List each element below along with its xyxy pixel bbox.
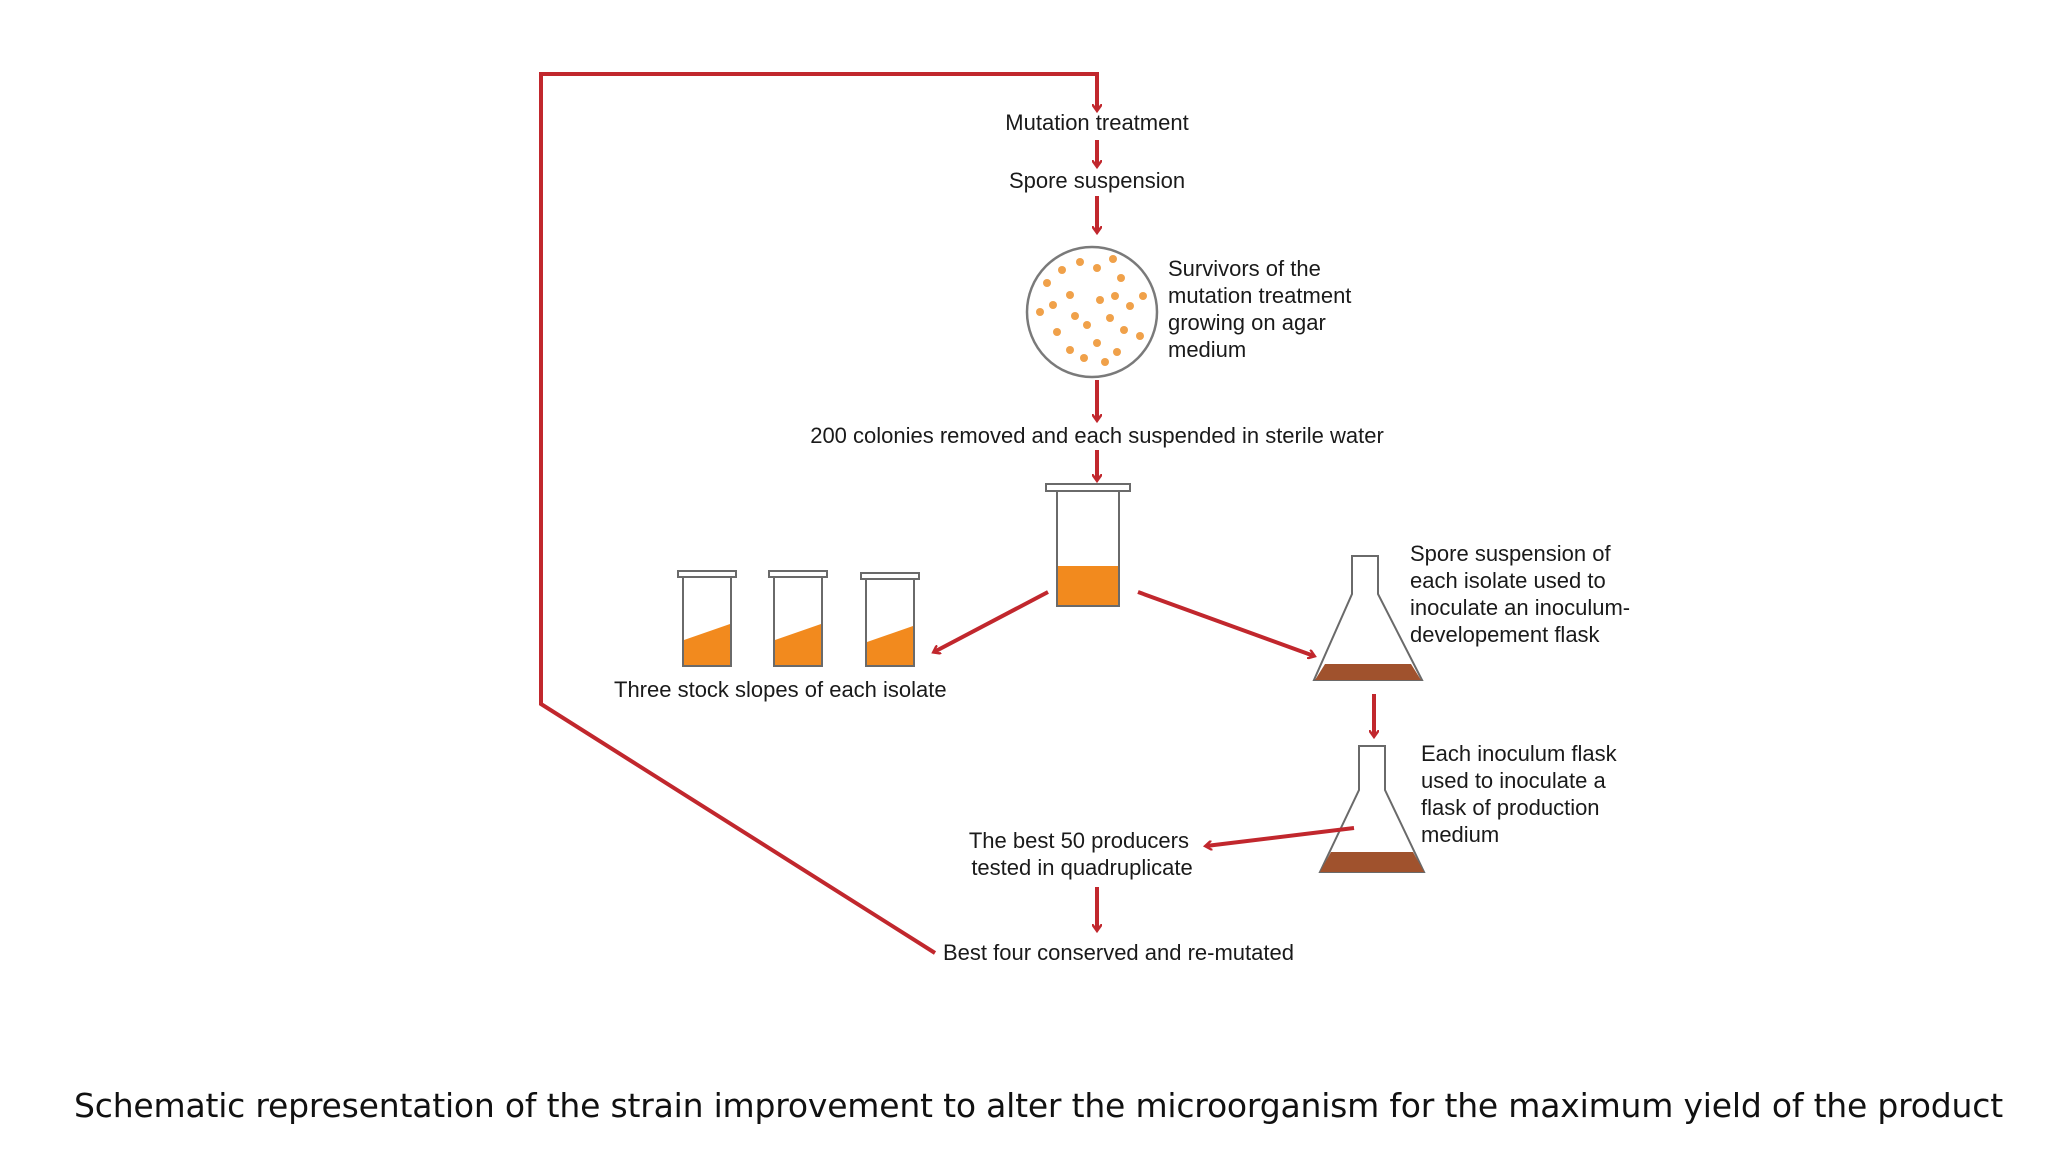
spore-suspension-label: Spore suspension	[1009, 168, 1185, 193]
survivors-label: Survivors of the mutation treatment grow…	[1168, 256, 1358, 362]
stock-slope-3	[860, 572, 920, 667]
stock-slope-2	[768, 570, 828, 667]
suspension-beaker	[1045, 483, 1131, 607]
inoculum-flask-label: Each inoculum flask used to inoculate a …	[1421, 741, 1623, 847]
production-flask	[1318, 745, 1426, 873]
best-four-label: Best four conserved and re-mutated	[943, 940, 1294, 965]
spore-suspension-flask-label: Spore suspension of each isolate used to…	[1410, 541, 1636, 647]
stock-slopes-label: Three stock slopes of each isolate	[614, 677, 947, 702]
arrow-beaker-to-flask	[1137, 590, 1314, 656]
figure-caption: Schematic representation of the strain i…	[74, 1086, 2003, 1125]
re-mutation-loop-line	[539, 72, 1097, 955]
colonies-removed-label: 200 colonies removed and each suspended …	[810, 423, 1384, 448]
mutation-treatment-label: Mutation treatment	[1005, 110, 1188, 135]
arrow-beaker-to-slopes	[934, 590, 1049, 652]
colonies	[1036, 255, 1147, 366]
agar-plate	[1025, 245, 1159, 379]
best-50-label: The best 50 producers tested in quadrupl…	[969, 828, 1195, 880]
arrow-production-to-best50	[1206, 826, 1355, 846]
stock-slope-1	[677, 570, 737, 667]
inoculum-development-flask	[1312, 555, 1424, 681]
